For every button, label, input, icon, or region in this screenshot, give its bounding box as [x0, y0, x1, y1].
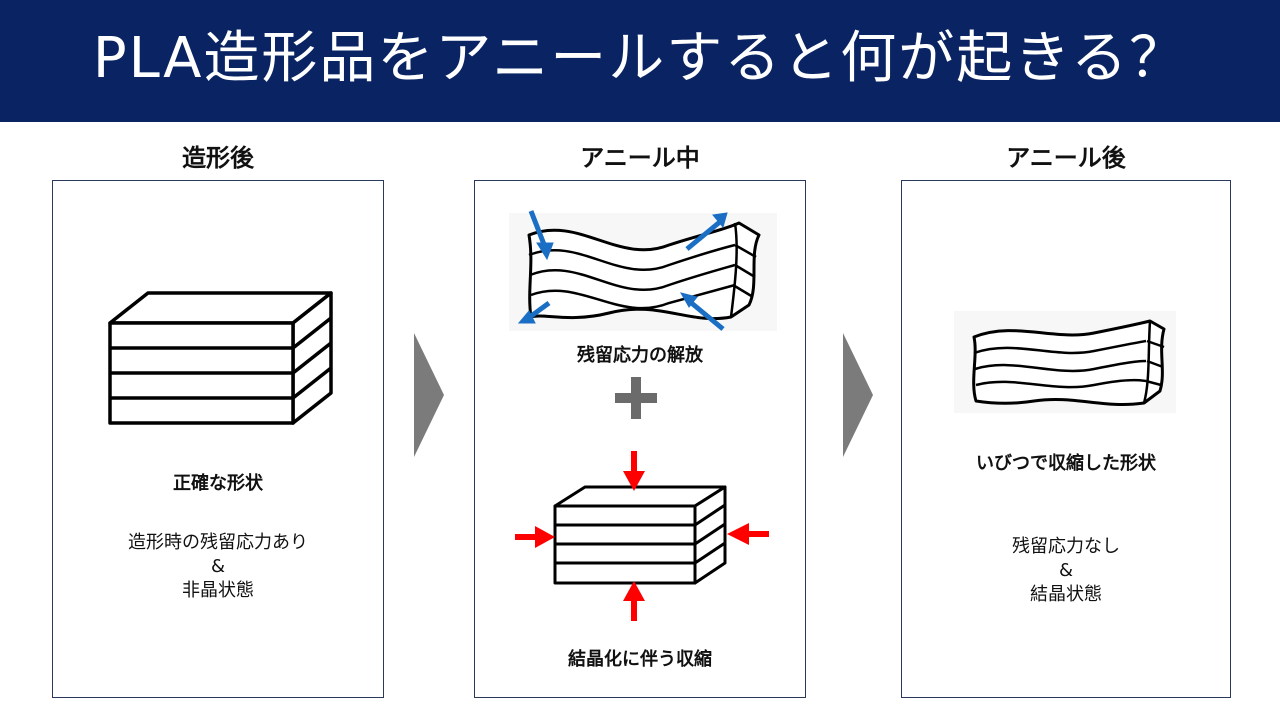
- shrinking-block-illustration: [515, 451, 769, 621]
- detail-line-1: 残留応力なし: [1012, 536, 1120, 557]
- layered-block-illustration: [108, 291, 333, 425]
- column-title-after-annealing: アニール後: [1006, 144, 1126, 172]
- panel-during-annealing: 残留応力の解放 結晶化に伴う収縮: [474, 180, 806, 698]
- warped-block-release-illustration: [509, 210, 777, 331]
- title-banner: PLA造形品をアニールすると何が起きる？: [0, 0, 1280, 122]
- page-title: PLA造形品をアニールすると何が起きる？: [92, 26, 1188, 91]
- arrow-right-icon: [843, 333, 873, 457]
- column-title-after-printing: 造形後: [182, 144, 254, 172]
- arrow-right-icon: [414, 333, 444, 457]
- panel-after-annealing: いびつで収縮した形状 残留応力なし & 結晶状態: [901, 180, 1231, 698]
- caption-crystallization-shrinkage: 結晶化に伴う収縮: [568, 649, 712, 670]
- caption-accurate-shape: 正確な形状: [173, 473, 263, 494]
- detail-line-3: 非晶状態: [182, 580, 254, 601]
- plus-icon: [615, 377, 657, 419]
- column-title-during-annealing: アニール中: [580, 144, 700, 172]
- distorted-block-illustration: [954, 311, 1176, 413]
- caption-distorted-shape: いびつで収縮した形状: [976, 453, 1156, 474]
- detail-line-2: &: [1058, 560, 1074, 581]
- caption-stress-release: 残留応力の解放: [577, 345, 703, 366]
- panel-after-printing: 正確な形状 造形時の残留応力あり & 非晶状態: [52, 180, 384, 698]
- detail-line-3: 結晶状態: [1030, 584, 1102, 605]
- detail-line-1: 造形時の残留応力あり: [128, 532, 308, 553]
- detail-line-2: &: [210, 556, 226, 577]
